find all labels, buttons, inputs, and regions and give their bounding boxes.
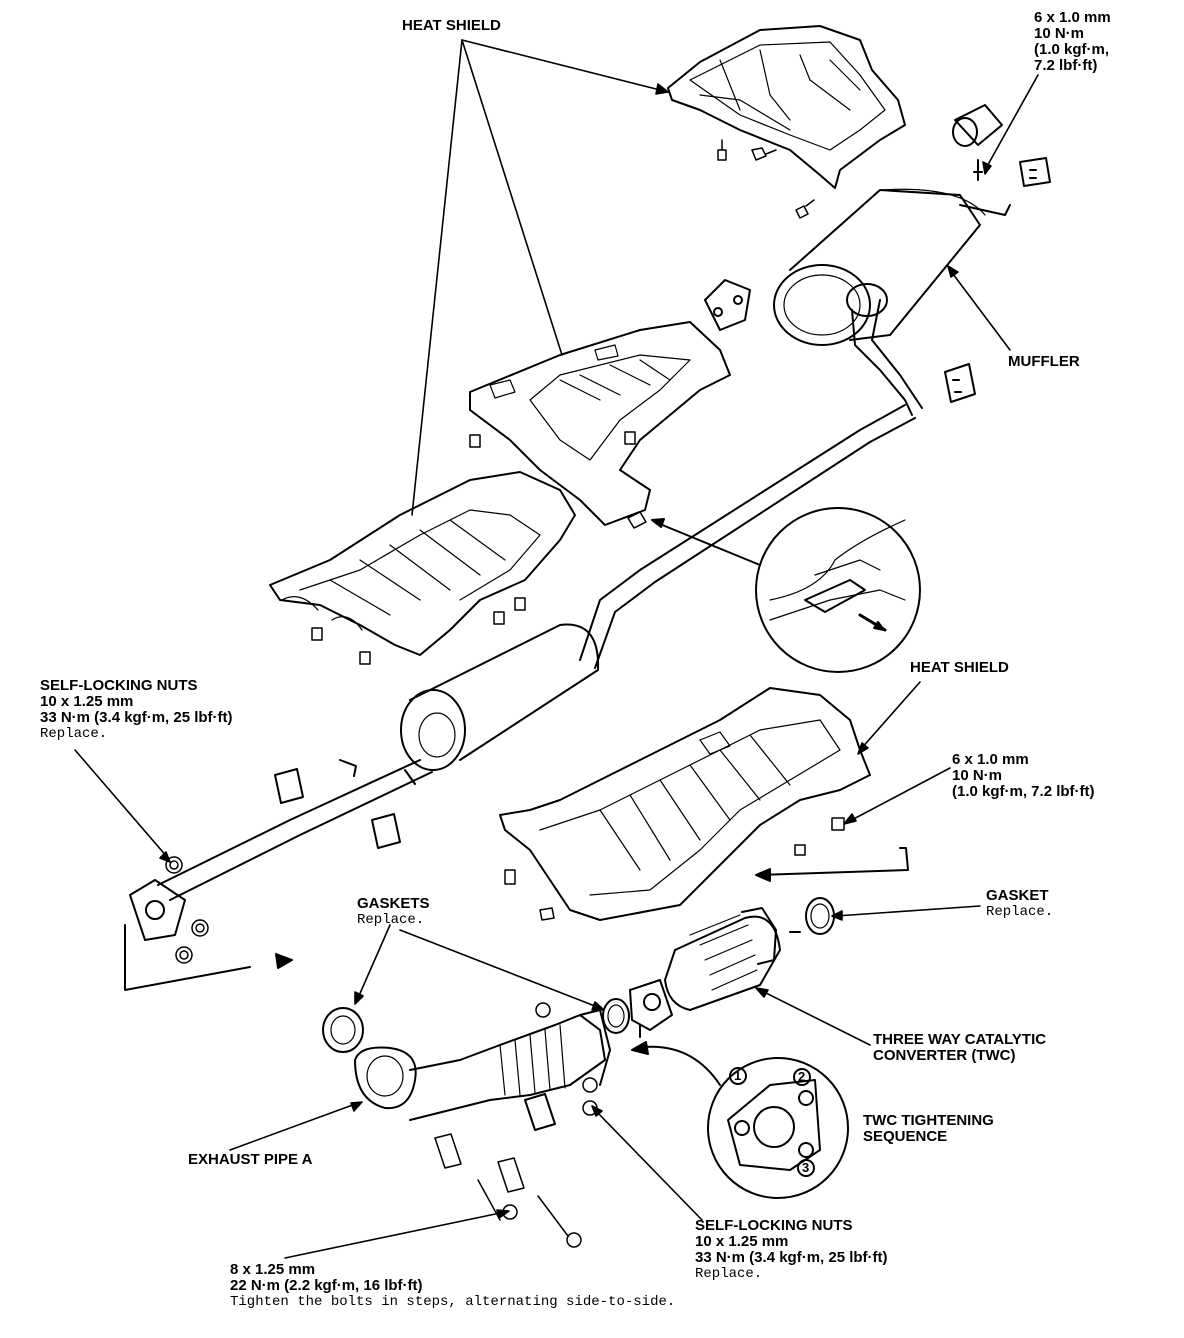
self-locking-nuts-left-note: Replace. — [40, 726, 108, 742]
top-shield-bolts — [717, 139, 815, 219]
top-heat-shield — [667, 25, 906, 189]
spec-top-right-line4: 7.2 lbf·ft) — [1034, 57, 1098, 74]
gasket-note: Replace. — [986, 904, 1054, 920]
self-locking-nuts-bottom-line3: 33 N·m (3.4 kgf·m, 25 lbf·ft) — [695, 1249, 888, 1266]
label-twc: THREE WAY CATALYTIC CONVERTER (TWC) — [873, 1032, 1046, 1064]
label-heat-shield-right: HEAT SHIELD — [910, 659, 1009, 676]
spec-top-right-line2: 10 N·m — [1034, 25, 1085, 42]
lower-shield-bolts — [504, 817, 845, 921]
tail-pipe-tip — [952, 104, 1003, 181]
pipe-a-bolts — [434, 1002, 598, 1248]
twc-line2: CONVERTER (TWC) — [873, 1047, 1016, 1064]
label-self-locking-nuts-bottom: SELF-LOCKING NUTS 10 x 1.25 mm 33 N·m (3… — [695, 1217, 888, 1283]
gaskets — [322, 897, 835, 1053]
label-spec-top-right: 6 x 1.0 mm 10 N·m (1.0 kgf·m, 7.2 lbf·ft… — [1034, 10, 1111, 74]
middle-heat-shield — [469, 321, 731, 526]
label-gasket: GASKET Replace. — [986, 887, 1054, 921]
rubber-hanger-top-right — [1019, 157, 1051, 187]
label-twc-sequence: TWC TIGHTENING SEQUENCE — [863, 1113, 994, 1145]
label-self-locking-nuts-left: SELF-LOCKING NUTS 10 x 1.25 mm 33 N·m (3… — [40, 677, 233, 743]
exhaust-pipe-a — [354, 1009, 611, 1131]
bolt-spec-bottom-line1: 8 x 1.25 mm — [230, 1261, 316, 1278]
sequence-number-2: 2 — [798, 1069, 806, 1084]
assembly-flow-arrows — [124, 847, 909, 991]
spec-top-right-line1: 6 x 1.0 mm — [1034, 9, 1111, 26]
label-exhaust-pipe-a: EXHAUST PIPE A — [188, 1151, 313, 1168]
sequence-number-3: 3 — [802, 1160, 810, 1175]
spec-mid-right-line2: 10 N·m — [952, 767, 1003, 784]
twc-sequence-line2: SEQUENCE — [863, 1128, 948, 1145]
label-gaskets: GASKETS Replace. — [357, 895, 430, 929]
gaskets-title: GASKETS — [357, 895, 430, 912]
muffler-bracket — [704, 279, 751, 331]
bolt-spec-bottom-note: Tighten the bolts in steps, alternating … — [230, 1294, 676, 1310]
flange-nuts-left — [165, 856, 209, 964]
rubber-hangers-mid — [274, 768, 401, 849]
gasket-title: GASKET — [986, 887, 1049, 904]
self-locking-nuts-bottom-line1: SELF-LOCKING NUTS — [695, 1217, 853, 1234]
twc-sequence-detail — [631, 1041, 849, 1199]
three-way-catalytic-converter — [629, 907, 801, 1038]
front-shield-bolts — [311, 597, 526, 665]
spec-mid-right-line3: (1.0 kgf·m, 7.2 lbf·ft) — [952, 783, 1095, 800]
spec-mid-right-line1: 6 x 1.0 mm — [952, 751, 1029, 768]
muffler — [773, 188, 1011, 416]
front-heat-shield — [269, 471, 576, 656]
twc-line1: THREE WAY CATALYTIC — [873, 1031, 1047, 1048]
label-heat-shield-top: HEAT SHIELD — [402, 17, 501, 34]
middle-shield-bolts — [469, 431, 647, 529]
self-locking-nuts-left-line2: 10 x 1.25 mm — [40, 693, 134, 710]
bolt-spec-bottom-line2: 22 N·m (2.2 kgf·m, 16 lbf·ft) — [230, 1277, 423, 1294]
self-locking-nuts-left-line3: 33 N·m (3.4 kgf·m, 25 lbf·ft) — [40, 709, 233, 726]
leader-lines — [74, 39, 1039, 1259]
label-spec-mid-right: 6 x 1.0 mm 10 N·m (1.0 kgf·m, 7.2 lbf·ft… — [952, 752, 1095, 800]
sequence-number-1: 1 — [734, 1068, 742, 1083]
lower-heat-shield — [499, 687, 871, 921]
spec-top-right-line3: (1.0 kgf·m, — [1034, 41, 1110, 58]
exhaust-pipe-b — [129, 404, 916, 941]
self-locking-nuts-bottom-note: Replace. — [695, 1266, 763, 1282]
clip-detail-callout — [651, 507, 921, 673]
rubber-hanger-right — [944, 363, 976, 403]
twc-sequence-line1: TWC TIGHTENING — [863, 1112, 994, 1129]
label-muffler: MUFFLER — [1008, 353, 1080, 370]
self-locking-nuts-bottom-line2: 10 x 1.25 mm — [695, 1233, 789, 1250]
label-bolt-spec-bottom: 8 x 1.25 mm 22 N·m (2.2 kgf·m, 16 lbf·ft… — [230, 1261, 676, 1311]
gaskets-note: Replace. — [357, 912, 425, 928]
self-locking-nuts-left-line1: SELF-LOCKING NUTS — [40, 677, 198, 694]
